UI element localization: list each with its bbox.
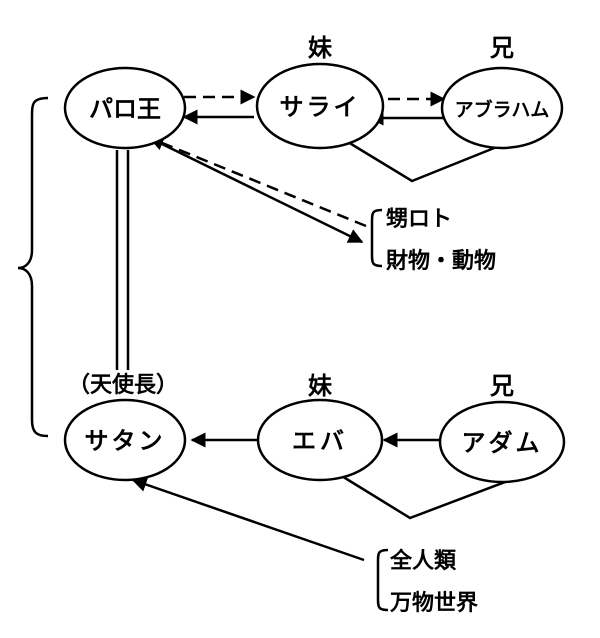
bracket-lot-wealth [370, 208, 383, 268]
arrow-lot-to-pharaoh-dashed [148, 136, 367, 228]
bracket-mankind-world [376, 548, 389, 612]
label-brother-bottom: 兄 [489, 372, 514, 400]
label-sister-top: 妹 [308, 34, 332, 62]
group-lot: 甥ロト [386, 207, 452, 232]
node-sarai-label: サライ [280, 93, 361, 121]
label-archangel: （天使長） [68, 373, 178, 398]
node-eve [256, 398, 384, 482]
connector-eve-adam [331, 466, 543, 520]
group-world: 万物世界 [389, 590, 478, 616]
left-brace [17, 96, 49, 438]
arrow-mankind-to-satan [131, 477, 365, 562]
node-satan-label: サタン [85, 427, 166, 455]
node-pharaoh [63, 66, 187, 150]
label-sister-bottom: 妹 [308, 372, 332, 400]
node-adam [438, 400, 566, 484]
node-satan [63, 398, 187, 482]
group-wealth: 財物・動物 [386, 248, 496, 274]
node-eve-label: エバ [292, 427, 348, 455]
node-abraham [440, 66, 564, 150]
node-abraham-label: アブラハム [455, 98, 550, 121]
arrow-pharaoh-to-lot [161, 142, 364, 244]
node-pharaoh-label: パロ王 [89, 95, 161, 123]
group-mankind: 全人類 [389, 548, 457, 574]
label-brother-top: 兄 [489, 34, 514, 62]
node-adam-label: アダム [462, 429, 543, 457]
node-sarai [255, 62, 385, 150]
